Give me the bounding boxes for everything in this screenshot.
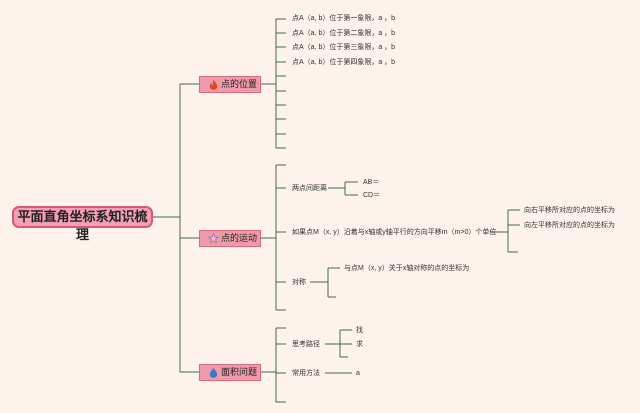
thinking-path-label: 思考路径 xyxy=(292,341,320,348)
list-item: AB＝ xyxy=(363,179,380,186)
topic-label: 点的运动 xyxy=(221,233,258,243)
topic-area-problems[interactable]: 面积问题 xyxy=(199,364,261,381)
list-item: 点A（a, b）位于第三象限，a ，b xyxy=(292,44,396,51)
topic-label: 点的位置 xyxy=(221,79,258,89)
list-item: 与点M（x, y）关于x轴对称的点的坐标为 xyxy=(344,265,470,272)
star-icon xyxy=(208,233,219,244)
list-item: 向右平移所对应的点的坐标为 xyxy=(524,207,615,214)
list-item: 点A（a, b）位于第二象限，a ，b xyxy=(292,30,396,37)
fire-icon xyxy=(209,79,218,90)
list-item: 点A（a, b）位于第四象限，a ，b xyxy=(292,59,396,66)
translation-label: 如果点M（x, y）沿着与x轴或y轴平行的方向平移m（m>0）个单位 xyxy=(292,229,497,236)
list-item: 向左平移所对应的点的坐标为 xyxy=(524,222,615,229)
symmetry-label: 对称 xyxy=(292,279,306,286)
topic-label: 面积问题 xyxy=(221,367,258,377)
list-item: 求 xyxy=(356,341,363,348)
topic-point-motion[interactable]: 点的运动 xyxy=(199,230,261,247)
topic-point-position[interactable]: 点的位置 xyxy=(199,76,261,93)
common-methods-label: 常用方法 xyxy=(292,370,320,377)
root-topic[interactable]: 平面直角坐标系知识梳理 xyxy=(12,206,153,242)
list-item: CD＝ xyxy=(363,192,381,199)
distance-label: 两点间距离 xyxy=(292,185,327,192)
list-item: 点A（a, b）位于第一象限，a ，b xyxy=(292,15,396,22)
list-item: a xyxy=(356,370,360,377)
list-item: 找 xyxy=(356,327,363,334)
droplet-icon xyxy=(209,367,218,378)
